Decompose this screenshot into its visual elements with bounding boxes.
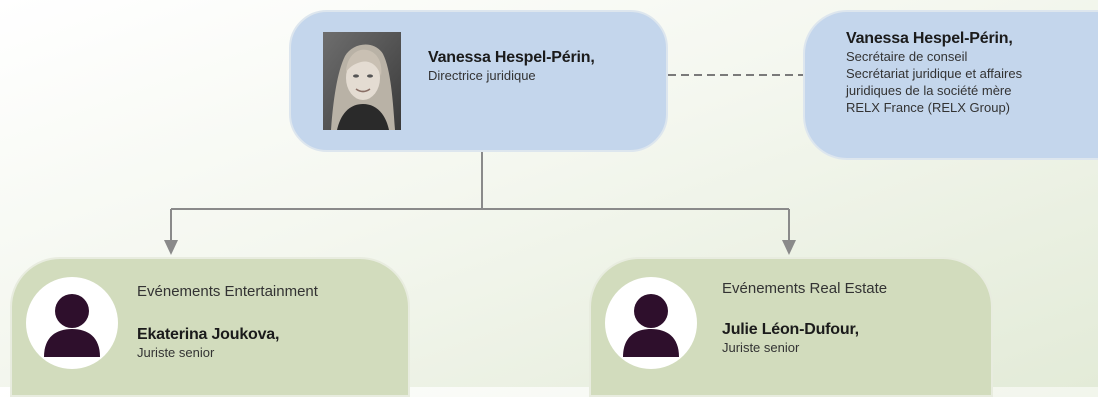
report-box-entertainment: Evénements Entertainment Ekaterina Jouko… bbox=[10, 257, 410, 397]
avatar bbox=[26, 277, 118, 369]
director-text: Vanessa Hespel-Périn, Directrice juridiq… bbox=[428, 49, 595, 84]
report-name: Julie Léon-Dufour, bbox=[722, 321, 859, 338]
org-connectors bbox=[164, 74, 808, 255]
secretary-line: juridiques de la société mère bbox=[846, 83, 1012, 98]
left-arrowhead-icon bbox=[164, 240, 178, 255]
secretary-box: Vanessa Hespel-Périn, Secrétaire de cons… bbox=[803, 10, 1098, 160]
report-person: Julie Léon-Dufour, Juriste senior bbox=[722, 321, 859, 356]
report-role: Juriste senior bbox=[722, 340, 800, 355]
report-box-real-estate: Evénements Real Estate Julie Léon-Dufour… bbox=[589, 257, 993, 397]
secretary-name: Vanessa Hespel-Périn, bbox=[846, 30, 1013, 47]
person-silhouette-icon bbox=[623, 294, 679, 357]
director-box: Vanessa Hespel-Périn, Directrice juridiq… bbox=[289, 10, 668, 152]
department-label: Evénements Entertainment bbox=[137, 283, 318, 300]
secretary-line: Secrétariat juridique et affaires bbox=[846, 66, 1023, 81]
right-arrowhead-icon bbox=[782, 240, 796, 255]
secretary-line: Secrétaire de conseil bbox=[846, 49, 968, 64]
department-label: Evénements Real Estate bbox=[722, 280, 888, 297]
director-name: Vanessa Hespel-Périn, bbox=[428, 49, 595, 66]
report-name: Ekaterina Joukova, bbox=[137, 326, 280, 343]
avatar bbox=[605, 277, 697, 369]
secretary-text: Vanessa Hespel-Périn, Secrétaire de cons… bbox=[846, 30, 1022, 116]
secretary-line: RELX France (RELX Group) bbox=[846, 100, 1011, 115]
person-silhouette-icon bbox=[44, 294, 100, 357]
portrait-image bbox=[323, 32, 401, 130]
report-person: Ekaterina Joukova, Juriste senior bbox=[137, 326, 279, 361]
director-role: Directrice juridique bbox=[428, 68, 536, 83]
director-photo bbox=[323, 32, 401, 130]
report-role: Juriste senior bbox=[137, 345, 215, 360]
